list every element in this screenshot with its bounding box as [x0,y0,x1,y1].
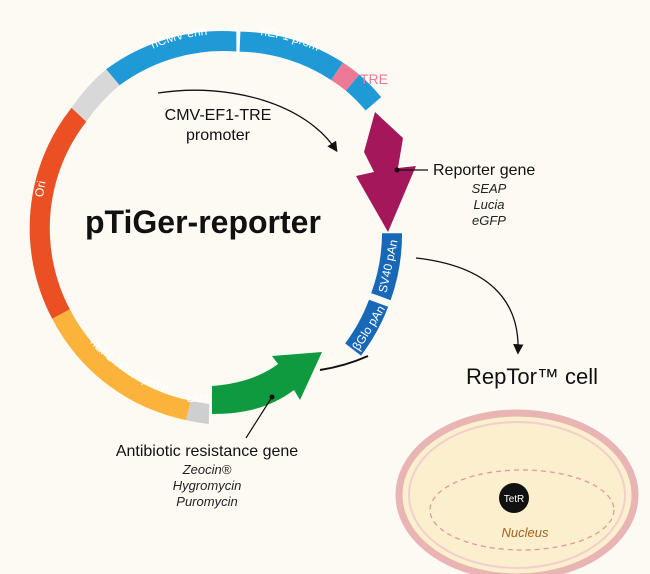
tetr-protein [499,483,529,513]
reporter-pointer-dot [394,167,400,173]
hef1-prom-segment [239,31,343,81]
backbone-line-right [319,355,369,371]
resistance-item: Puromycin [176,494,237,509]
nucleus [429,469,615,551]
promoter-curve-arrow [157,89,338,153]
cell-inner-ring [408,421,626,569]
ori-segment [29,107,87,319]
transfection-arrow [415,257,524,355]
htlv-segment [52,309,191,421]
reporter-item: SEAP [472,181,507,196]
tre-segment [331,62,360,91]
resistance-gene-title: Antibiotic resistance gene [116,443,298,460]
em7-segment [186,400,210,424]
backbone-gap-segment [71,69,120,122]
reporter-item: eGFP [472,213,506,228]
nucleus-label: Nucleus [502,525,549,540]
resistance-pointer-line [245,396,273,439]
reporter-gene-arrow [356,112,416,232]
reporter-gene-title: Reporter gene [433,162,535,179]
promoter-label-line1: CMV-EF1-TRE [165,107,272,124]
promoter-label-line2: promoter [186,127,251,144]
tetr-label: TetR [504,494,525,505]
resistance-item: Hygromycin [173,478,242,493]
cell-title: RepTor™ cell [466,364,598,389]
tre-label: TRE [360,71,388,87]
sv40-pan-segment [371,233,403,301]
plasmid-name: pTiGer-reporter [85,204,321,240]
bglo-pan-segment [345,299,389,356]
ori-label: Ori [32,179,48,197]
resistance-pointer-dot [269,394,275,400]
hcmv-enh-segment [106,31,237,86]
resistance-gene-arrow [212,352,322,414]
resistance-item: Zeocin® [182,462,232,477]
em7-label: EM7 [187,393,210,405]
tre-promoter-tail-segment [346,74,382,111]
reporter-item: Lucia [473,197,504,212]
